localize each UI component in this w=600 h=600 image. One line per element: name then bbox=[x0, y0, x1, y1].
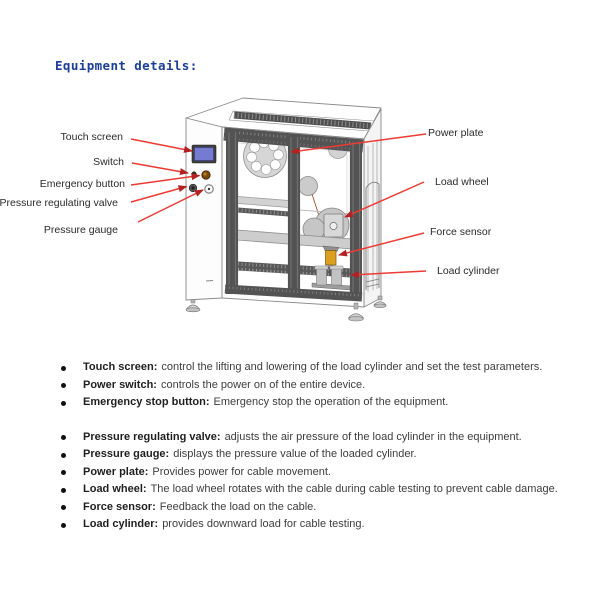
machine-feet bbox=[185, 295, 387, 322]
machine-frame bbox=[223, 127, 364, 302]
list-item: Force sensor:Feedback the load on the ca… bbox=[56, 499, 600, 517]
arrow-force-sensor bbox=[338, 232, 425, 257]
label-pressure-regulating-valve: Pressure regulating valve bbox=[0, 197, 118, 209]
list-item: Touch screen:control the lifting and low… bbox=[56, 359, 600, 377]
arrow-load-cylinder bbox=[350, 270, 427, 279]
bullet-icon bbox=[61, 470, 66, 475]
touch-screen-display bbox=[191, 144, 217, 164]
arrow-touch-screen bbox=[130, 138, 193, 153]
list-item: Load wheel:The load wheel rotates with t… bbox=[56, 481, 600, 499]
label-load-wheel: Load wheel bbox=[435, 176, 489, 188]
list-item: Load cylinder:provides downward load for… bbox=[56, 516, 600, 534]
machine bbox=[185, 97, 387, 322]
arrow-load-wheel bbox=[344, 181, 425, 218]
list-item: Power switch:controls the power on of th… bbox=[56, 377, 600, 395]
bullet-icon bbox=[61, 487, 66, 493]
label-force-sensor: Force sensor bbox=[430, 226, 492, 238]
list-item: Emergency stop button:Emergency stop the… bbox=[56, 394, 600, 412]
page-title: Equipment details: bbox=[55, 58, 198, 73]
arrow-pressure-regulating-valve bbox=[130, 185, 188, 203]
bullet-icon bbox=[61, 435, 66, 440]
list-item: Pressure gauge:displays the pressure val… bbox=[56, 446, 600, 464]
arrow-switch bbox=[131, 162, 189, 176]
bullet-icon bbox=[61, 505, 66, 510]
label-pressure-gauge: Pressure gauge bbox=[43, 224, 118, 236]
pressure-regulating-valve bbox=[188, 183, 198, 193]
pressure-gauge bbox=[204, 184, 214, 194]
list-item: Pressure regulating valve:adjusts the ai… bbox=[56, 429, 600, 447]
bullet-icon bbox=[61, 365, 66, 371]
arrow-pressure-gauge bbox=[137, 189, 204, 223]
label-power-plate: Power plate bbox=[428, 127, 484, 139]
load-wheel bbox=[302, 207, 350, 243]
bullet-icon bbox=[61, 383, 66, 388]
load-cylinder bbox=[311, 265, 351, 291]
label-touch-screen: Touch screen bbox=[60, 131, 123, 143]
label-emergency-button: Emergency button bbox=[39, 178, 125, 190]
label-load-cylinder: Load cylinder bbox=[437, 265, 500, 277]
arrow-power-plate bbox=[290, 133, 427, 155]
bullet-icon bbox=[61, 522, 66, 528]
emergency-button bbox=[201, 170, 211, 180]
callout-arrows bbox=[130, 133, 427, 279]
pulley bbox=[298, 176, 318, 196]
arrow-emergency-button bbox=[130, 173, 201, 186]
label-switch: Switch bbox=[93, 156, 124, 168]
equipment-description-list: Touch screen:control the lifting and low… bbox=[56, 359, 600, 534]
list-item: Power plate:Provides power for cable mov… bbox=[56, 464, 600, 482]
bullet-icon bbox=[61, 452, 66, 458]
bullet-icon bbox=[61, 400, 66, 406]
